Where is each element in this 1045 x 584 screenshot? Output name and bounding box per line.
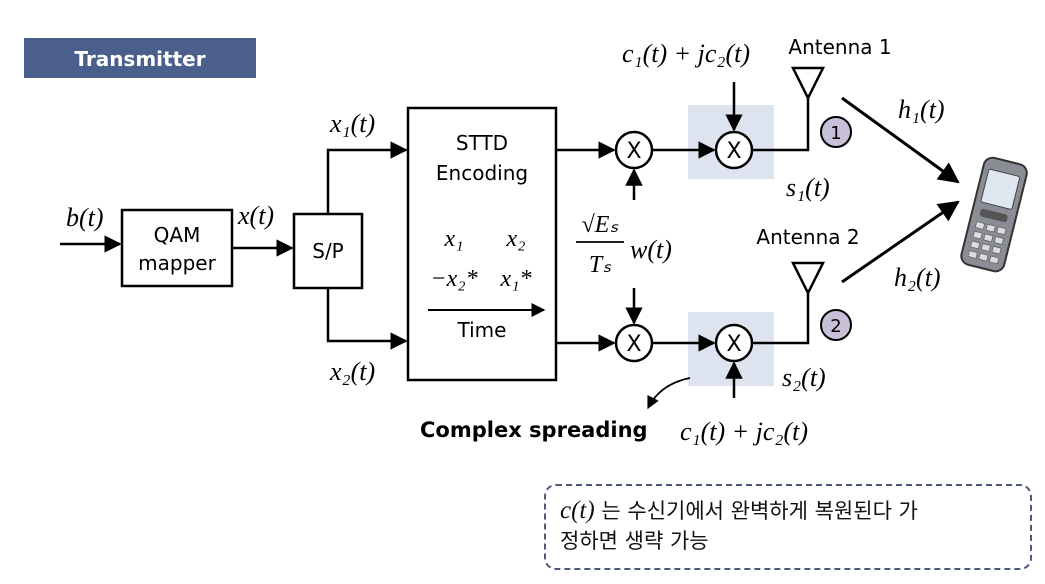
code-top: c₁(t) + jc₂(t) [622, 39, 750, 68]
gain-w: w(t) [630, 235, 672, 264]
signal-x2: x₂(t) [329, 357, 375, 386]
signal-x1: x₁(t) [329, 109, 375, 138]
multiplier-gain-bottom-symbol: X [626, 332, 641, 357]
qam-label-2: mapper [138, 251, 216, 275]
gain-denominator: Tₛ [589, 252, 612, 278]
note-box: c(t) 는 수신기에서 완벽하게 복원된다 가 정하면 생략 가능 [544, 484, 1032, 570]
matrix-m12: x₂ [506, 226, 526, 252]
antenna-1-icon [790, 66, 826, 101]
badge-1-text: 1 [830, 123, 841, 144]
matrix-m21: −x₂* [430, 266, 477, 292]
note-math: c(t) [560, 497, 595, 524]
channel-h2: h₂(t) [894, 263, 941, 292]
note-text-2: 정하면 생략 가능 [560, 529, 709, 553]
feed-antenna-1 [752, 92, 810, 152]
signal-s1: s₁(t) [786, 173, 830, 202]
qam-label-1: QAM [154, 223, 201, 247]
sttd-label-1: STTD [456, 131, 508, 155]
badge-1 [820, 116, 852, 148]
sp-block [292, 212, 364, 290]
matrix-m22: x₁* [500, 266, 532, 292]
note-text-1: 는 수신기에서 완벽하게 복원된다 가 [594, 499, 918, 523]
complex-spreading-label: Complex spreading [420, 418, 648, 442]
channel-h1: h₁(t) [898, 95, 945, 124]
complex-spreading-pointer [647, 377, 691, 410]
matrix-m11: x₁ [444, 226, 464, 252]
sttd-label-2: Encoding [436, 161, 528, 185]
arrow-x1 [326, 141, 408, 214]
badge-2 [820, 309, 852, 341]
signal-s2: s₂(t) [782, 363, 826, 392]
time-label: Time [457, 318, 507, 342]
signal-x: x(t) [237, 201, 274, 230]
gain-numerator: √Eₛ [582, 212, 620, 238]
antenna-2-label: Antenna 2 [756, 225, 859, 249]
transmitter-header [24, 38, 256, 78]
sp-label: S/P [312, 239, 344, 263]
multiplier-spread-bottom-symbol: X [726, 332, 741, 357]
signal-b: b(t) [66, 203, 104, 232]
mobile-phone-icon [960, 156, 1028, 273]
channel-h2-arrow [841, 200, 960, 284]
qam-mapper-block [120, 208, 234, 288]
multiplier-gain-top-symbol: X [626, 139, 641, 164]
arrow-x2 [326, 288, 408, 350]
antenna-1-label: Antenna 1 [788, 35, 891, 59]
code-bottom: c₁(t) + jc₂(t) [680, 417, 808, 446]
badge-2-text: 2 [830, 316, 841, 337]
feed-antenna-2 [752, 287, 810, 345]
multiplier-spread-top-symbol: X [726, 139, 741, 164]
transmitter-label: Transmitter [74, 47, 205, 71]
antenna-2-icon [790, 261, 826, 296]
channel-h1-arrow [841, 96, 960, 184]
sttd-block [406, 106, 558, 382]
